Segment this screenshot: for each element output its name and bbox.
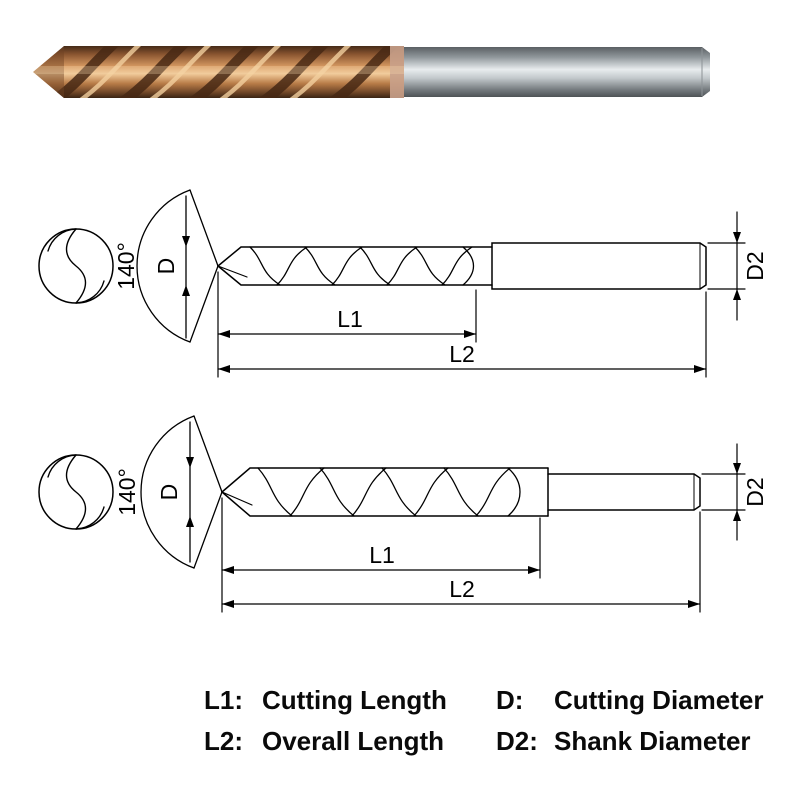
legend-label-d2: Shank Diameter	[554, 726, 751, 756]
l2-dimension-1	[217, 291, 707, 378]
end-view-1	[38, 228, 114, 304]
d2-dimension-1	[707, 211, 746, 321]
angle-label-2: 140°	[114, 468, 140, 516]
angle-label-1: 140°	[113, 242, 139, 290]
legend-item-d: D: Cutting Diameter	[496, 682, 790, 718]
l1-label-1: L1	[337, 306, 363, 332]
drill-photo	[33, 46, 710, 98]
l1-dimension-1	[217, 271, 477, 378]
shank-outline-2	[547, 473, 701, 511]
side-view-2	[221, 467, 701, 517]
l1-label-2: L1	[369, 542, 395, 568]
technical-drawing-2: 140° D	[38, 415, 768, 613]
legend-item-l1: L1: Cutting Length	[204, 682, 496, 718]
legend: L1: Cutting Length D: Cutting Diameter L…	[204, 682, 790, 759]
legend-symbol-l1: L1:	[204, 685, 243, 715]
l1-dimension-2	[221, 497, 541, 613]
d-label-1: D	[153, 258, 179, 275]
legend-label-l2: Overall Length	[262, 726, 445, 756]
flute-helix-2	[257, 467, 521, 517]
l2-label-2: L2	[449, 576, 475, 602]
d2-label-2: D2	[742, 477, 768, 506]
drill-photo-shank	[398, 47, 710, 97]
legend-item-d2: D2: Shank Diameter	[496, 723, 790, 759]
legend-item-l2: L2: Overall Length	[204, 723, 496, 759]
shank-outline-1	[491, 242, 707, 290]
side-view-1	[217, 242, 707, 290]
l2-dimension-2	[221, 511, 701, 613]
point-angle-detail-2	[140, 415, 223, 569]
legend-symbol-d: D:	[496, 685, 524, 715]
l2-label-1: L2	[449, 341, 475, 367]
drill-photo-spiral	[33, 46, 404, 98]
d2-dimension-2	[701, 443, 746, 541]
end-view-2	[38, 454, 114, 530]
flute-helix-1	[249, 246, 475, 286]
d-label-2: D	[156, 484, 182, 501]
legend-label-d: Cutting Diameter	[554, 685, 764, 715]
legend-label-l1: Cutting Length	[262, 685, 447, 715]
technical-drawing-1: 140° D	[38, 189, 768, 378]
legend-symbol-d2: D2:	[496, 726, 538, 756]
d2-label-1: D2	[742, 251, 768, 280]
point-angle-detail-1	[136, 189, 219, 343]
legend-symbol-l2: L2:	[204, 726, 243, 756]
